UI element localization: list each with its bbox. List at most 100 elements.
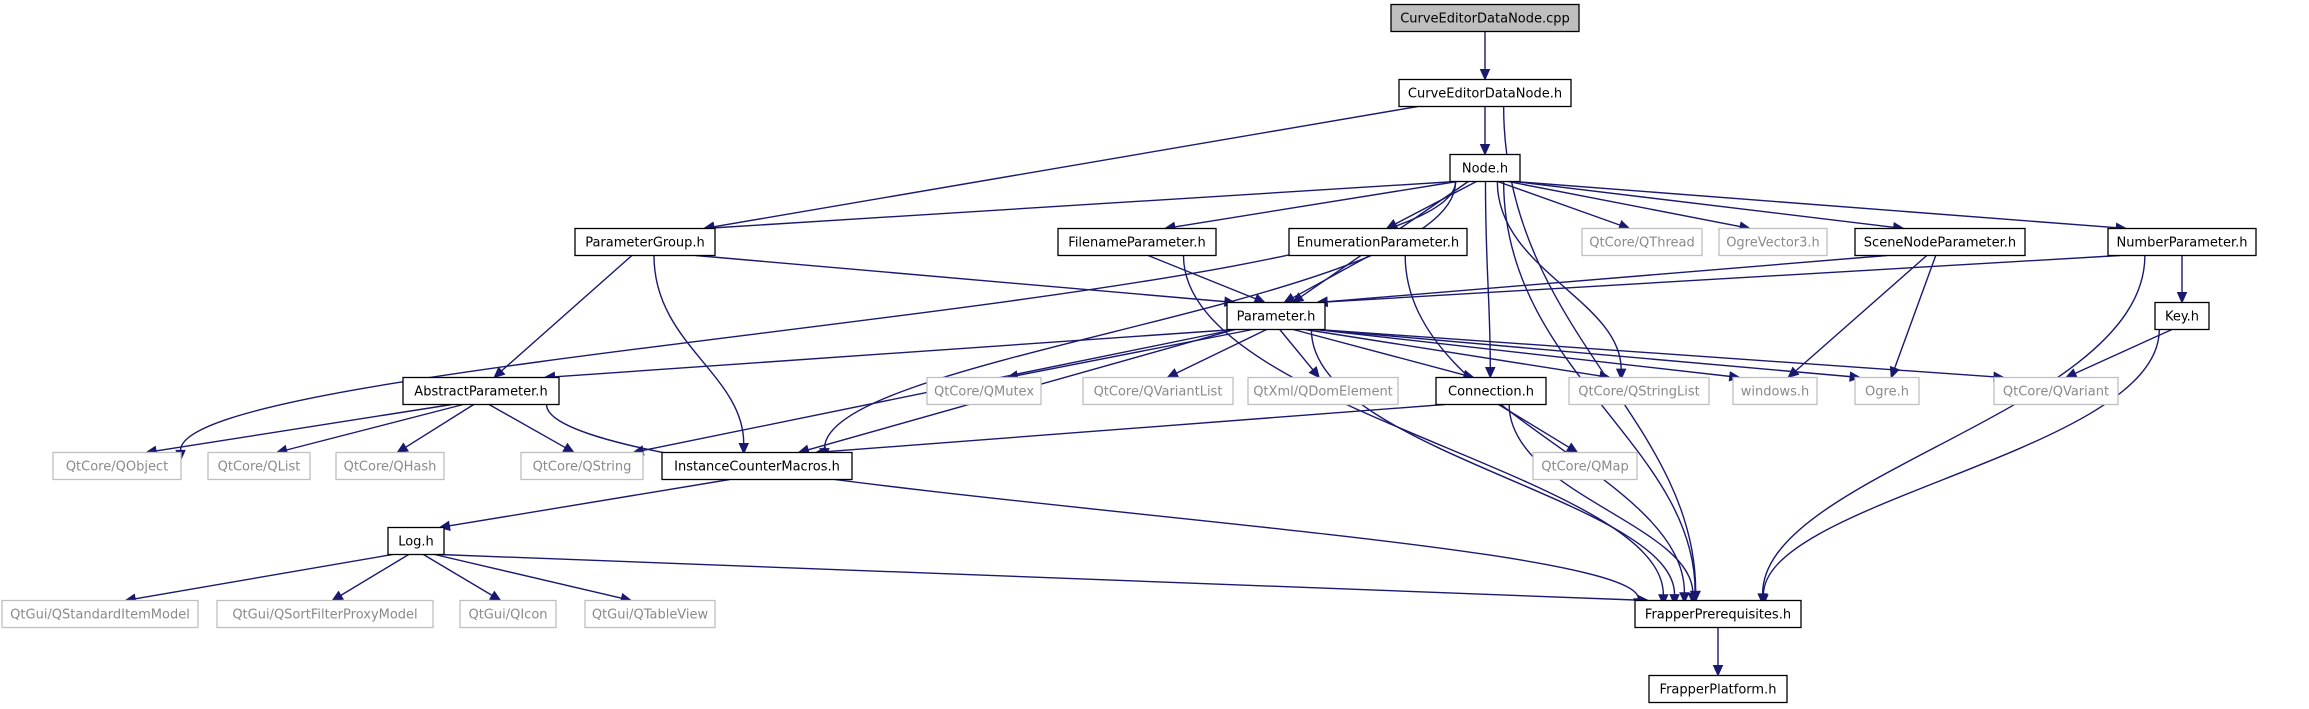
node-label: QtCore/QMap — [1541, 460, 1628, 475]
node-key-h[interactable]: Key.h — [2154, 301, 2210, 331]
arrowhead-icon — [1658, 594, 1669, 606]
edge-frapperprerequisites-h-to-frapperplatform-h — [1712, 627, 1724, 677]
edge-line — [1174, 180, 1458, 228]
node-label: Ogre.h — [1865, 385, 1909, 400]
node-log-h[interactable]: Log.h — [387, 526, 445, 556]
edge-log-h-to-qtgui-qstandarditemmodel — [124, 553, 393, 604]
node-curveeditordatanode-cpp[interactable]: CurveEditorDataNode.cpp — [1390, 3, 1580, 33]
node-numberparameter-h[interactable]: NumberParameter.h — [2107, 227, 2257, 257]
node-label: InstanceCounterMacros.h — [674, 460, 840, 475]
edge-scenenodeparameter-h-to-ogre-h — [1889, 255, 1937, 379]
node-frapperplatform-h[interactable]: FrapperPlatform.h — [1648, 674, 1788, 704]
node-node-h[interactable]: Node.h — [1449, 153, 1521, 183]
node-box — [1718, 227, 1828, 257]
arrowhead-icon — [1712, 665, 1724, 677]
node-box — [1398, 78, 1572, 108]
edge-line — [423, 553, 493, 596]
edge-curveeditordatanode-cpp-to-curveeditordatanode-h — [1479, 31, 1491, 81]
node-qtxml-qdomelement: QtXml/QDomElement — [1247, 376, 1399, 406]
edge-parameter-h-to-qtcore-qvariant — [1317, 328, 2006, 383]
node-box — [1288, 227, 1468, 257]
node-box — [520, 451, 644, 481]
node-box — [574, 227, 716, 257]
edge-line — [1508, 404, 1694, 594]
edge-line — [1293, 328, 1465, 376]
node-box — [1854, 227, 2026, 257]
node-label: QtCore/QObject — [66, 460, 168, 475]
node-box — [459, 599, 557, 629]
edge-curveeditordatanode-h-to-node-h — [1479, 106, 1491, 156]
node-label: Key.h — [2165, 310, 2199, 325]
node-box — [1568, 376, 1710, 406]
edge-line — [501, 254, 633, 372]
node-box — [1854, 376, 1920, 406]
node-label: FrapperPrerequisites.h — [1645, 608, 1791, 623]
arrowhead-icon — [1669, 594, 1680, 606]
edge-connection-h-to-frapperprerequisites-h — [1508, 404, 1699, 605]
edge-filenameparameter-h-to-frapperprerequisites-h — [1182, 255, 1669, 606]
nodes-layer: CurveEditorDataNode.cppCurveEditorDataNo… — [1, 3, 2257, 704]
node-qtcore-qobject: QtCore/QObject — [52, 451, 182, 481]
node-label: Connection.h — [1448, 385, 1534, 400]
node-label: QtGui/QIcon — [468, 608, 547, 623]
node-box — [1226, 301, 1326, 331]
edge-curveeditordatanode-h-to-parametergroup-h — [702, 105, 1418, 232]
edge-parameter-h-to-ogre-h — [1317, 328, 1862, 382]
node-box — [1581, 227, 1703, 257]
edge-line — [439, 553, 1639, 601]
edge-line — [1292, 254, 1371, 299]
node-qtcore-qstringlist: QtCore/QStringList — [1568, 376, 1710, 406]
node-label: FrapperPlatform.h — [1660, 683, 1777, 698]
node-label: QtXml/QDomElement — [1253, 385, 1393, 400]
edge-node-h-to-connection-h — [1484, 181, 1496, 379]
node-connection-h[interactable]: Connection.h — [1435, 376, 1547, 406]
edge-line — [1147, 254, 1256, 300]
node-qtgui-qicon: QtGui/QIcon — [459, 599, 557, 629]
edge-parametergroup-h-to-parameter-h — [695, 254, 1237, 307]
edge-key-h-to-qtcore-qvariant — [2064, 328, 2173, 379]
edge-line — [713, 180, 1456, 229]
arrowhead-icon — [1565, 442, 1579, 454]
edge-line — [545, 404, 1640, 599]
edge-line — [1327, 254, 1887, 303]
node-box — [1, 599, 199, 629]
edge-line — [1176, 328, 1267, 374]
edge-line — [1279, 329, 1314, 371]
edge-line — [1762, 329, 2161, 595]
node-instancecountermacros-h[interactable]: InstanceCounterMacros.h — [661, 451, 853, 481]
node-qtcore-qmap: QtCore/QMap — [1532, 451, 1638, 481]
edge-line — [825, 403, 1445, 453]
node-scenenodeparameter-h[interactable]: SceneNodeParameter.h — [1854, 227, 2026, 257]
arrowhead-icon — [1308, 366, 1321, 379]
edge-node-h-to-filenameparameter-h — [1163, 180, 1458, 233]
node-parametergroup-h[interactable]: ParameterGroup.h — [574, 227, 716, 257]
edge-parametergroup-h-to-abstractparameter-h — [493, 254, 633, 379]
node-box — [1390, 3, 1580, 33]
arrowhead-icon — [1484, 367, 1496, 379]
edge-line — [434, 553, 622, 599]
node-qtgui-qstandarditemmodel: QtGui/QStandardItemModel — [1, 599, 199, 629]
node-parameter-h[interactable]: Parameter.h — [1226, 301, 1326, 331]
arrowhead-icon — [1283, 292, 1296, 304]
arrowhead-icon — [331, 590, 344, 602]
node-box — [1057, 227, 1217, 257]
edge-line — [1404, 255, 1686, 593]
node-box — [2107, 227, 2257, 257]
node-box — [216, 599, 434, 629]
node-label: AbstractParameter.h — [414, 385, 547, 400]
edge-line — [1017, 328, 1253, 377]
node-abstractparameter-h[interactable]: AbstractParameter.h — [402, 376, 560, 406]
node-enumerationparameter-h[interactable]: EnumerationParameter.h — [1288, 227, 1468, 257]
node-curveeditordatanode-h[interactable]: CurveEditorDataNode.h — [1398, 78, 1572, 108]
node-filenameparameter-h[interactable]: FilenameParameter.h — [1057, 227, 1217, 257]
edge-instancecountermacros-h-to-log-h — [438, 478, 730, 531]
node-frapperprerequisites-h[interactable]: FrapperPrerequisites.h — [1634, 599, 1802, 629]
edge-scenenodeparameter-h-to-windows-h — [1787, 254, 1928, 379]
arrowhead-icon — [1253, 293, 1267, 304]
node-label: SceneNodeParameter.h — [1864, 236, 2016, 251]
edge-node-h-to-instancecountermacros-h — [819, 181, 1457, 460]
node-box — [207, 451, 311, 481]
node-box — [1648, 674, 1788, 704]
node-label: QtCore/QHash — [344, 460, 437, 475]
